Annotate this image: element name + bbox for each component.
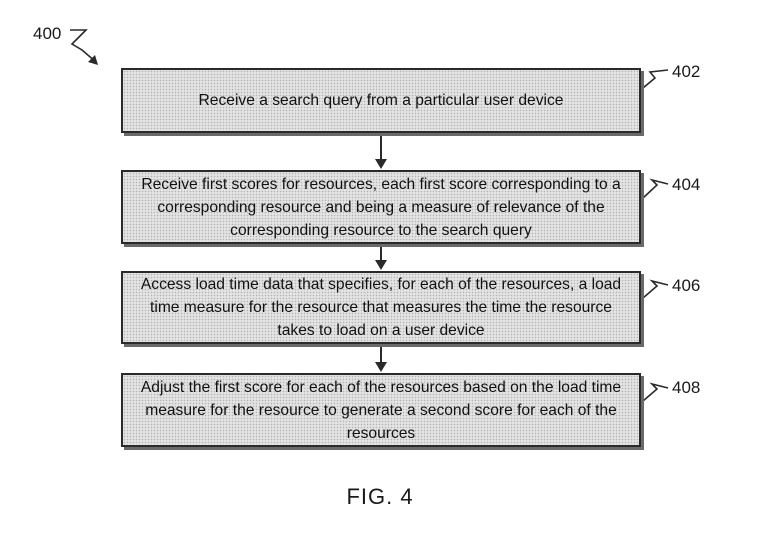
arrowhead-402-to-404 — [375, 159, 387, 169]
ref-400-arrowhead — [88, 55, 98, 65]
step-text-402: Receive a search query from a particular… — [198, 92, 564, 109]
step-text-406: Access load time data that specifies, fo… — [140, 276, 622, 339]
step-reference-406: 406 — [672, 276, 701, 295]
step-text-408: Adjust the first score for each of the r… — [140, 378, 622, 442]
ref-408-leader — [642, 382, 669, 402]
arrowhead-404-to-406 — [375, 260, 387, 270]
step-box-406: Access load time data that specifies, fo… — [121, 271, 641, 344]
arrowhead-406-to-408 — [375, 362, 387, 372]
ref-404-leader — [642, 178, 669, 199]
ref-406-leader — [642, 279, 669, 299]
step-box-408: Adjust the first score for each of the r… — [121, 373, 641, 447]
step-reference-402: 402 — [672, 62, 701, 81]
step-box-404: Receive first scores for resources, each… — [121, 170, 641, 244]
figure-reference-number: 400 — [33, 24, 62, 43]
ref-402-leader — [642, 69, 669, 89]
step-text-404: Receive first scores for resources, each… — [141, 175, 621, 239]
figure-caption: FIG. 4 — [346, 484, 414, 509]
step-reference-404: 404 — [672, 175, 701, 194]
step-box-402: Receive a search query from a particular… — [121, 68, 641, 133]
step-reference-408: 408 — [672, 378, 701, 397]
ref-400-leader — [70, 29, 97, 63]
